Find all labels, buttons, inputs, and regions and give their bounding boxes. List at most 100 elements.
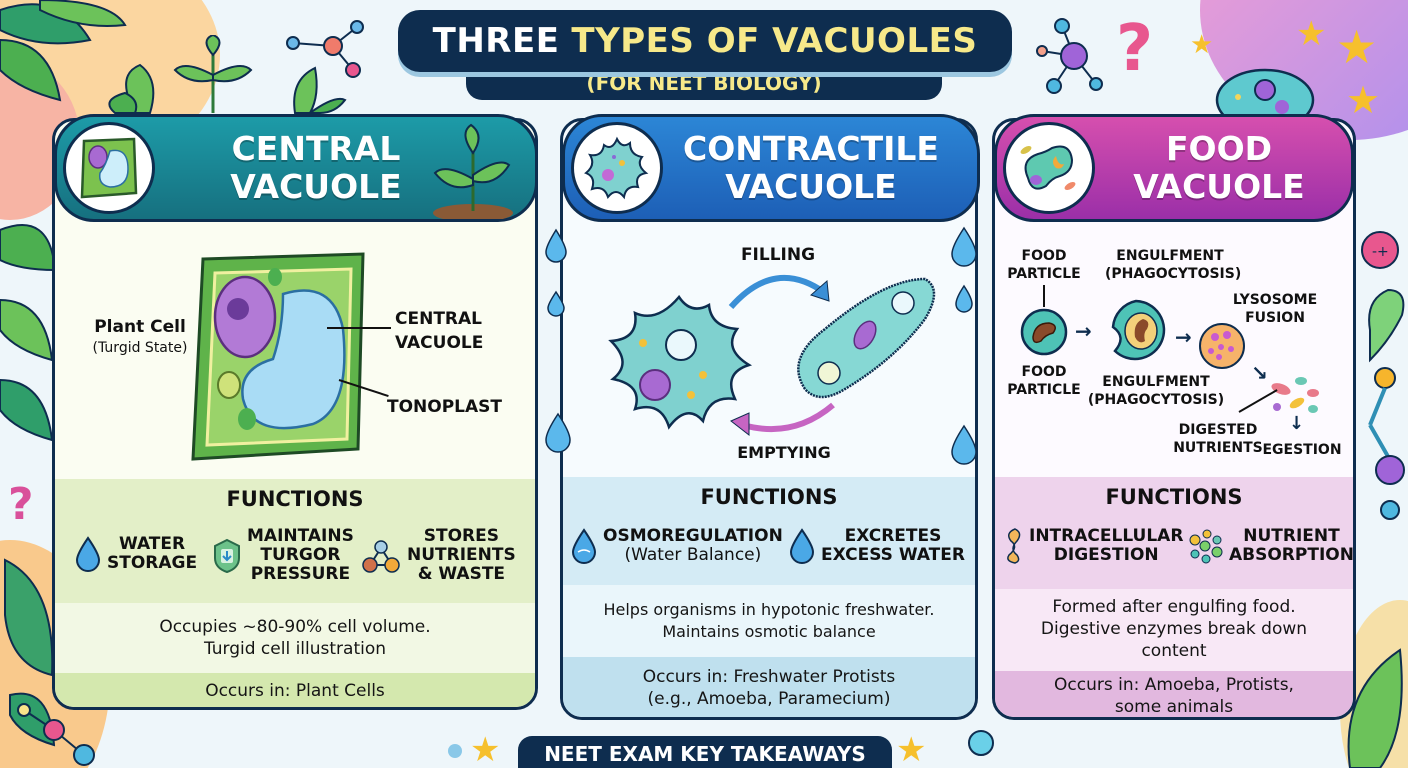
function-osmoregulation: OSMOREGULATION(Water Balance) bbox=[571, 527, 783, 565]
arrow-right-icon: → bbox=[1175, 325, 1192, 349]
plant-cell-label: Plant Cell bbox=[94, 317, 186, 337]
description-line-1: Helps organisms in hypotonic freshwater. bbox=[603, 600, 935, 619]
leaves-left-icon bbox=[0, 224, 57, 442]
filling-label: FILLING bbox=[740, 245, 816, 265]
question-mark-icon: ? bbox=[1116, 12, 1154, 86]
amoeba-diagram-icon bbox=[608, 294, 753, 430]
molecule-decor-icon bbox=[286, 20, 364, 78]
tonoplast-label: TONOPLAST bbox=[387, 397, 503, 417]
central-vacuole-label-1: CENTRAL bbox=[395, 309, 482, 329]
water-drops-right-icon bbox=[951, 226, 977, 465]
water-drop-icon bbox=[75, 536, 101, 572]
leaves-bottom-right-icon bbox=[1347, 648, 1403, 768]
title-highlight-part: TYPES OF VACUOLES bbox=[571, 21, 978, 61]
water-drops-left-icon bbox=[545, 228, 571, 453]
occurs-section: Occurs in: Freshwater Protists (e.g., Am… bbox=[563, 657, 975, 717]
food-vacuole-title: FOOD VACUOLE bbox=[1133, 129, 1305, 206]
occurs-in-line-2: some animals bbox=[1114, 697, 1234, 717]
description-line-1: Occupies ~80-90% cell volume. bbox=[159, 617, 431, 637]
sprouts-icon bbox=[108, 35, 347, 114]
description-line-3: content bbox=[1141, 641, 1207, 661]
molecule-decor-right-icon bbox=[1036, 18, 1103, 94]
star-icon: ★ bbox=[1336, 20, 1378, 74]
engulfment-bottom-label: ENGULFMENT(PHAGOCYTOSIS) bbox=[1087, 374, 1225, 408]
water-drop-icon bbox=[789, 528, 815, 564]
lysosome-icon bbox=[1199, 323, 1245, 369]
description-line-2: Digestive enzymes break down bbox=[1040, 619, 1308, 639]
neet-key-takeaways-banner: NEET EXAM KEY TAKEAWAYS bbox=[518, 736, 892, 768]
functions-title: FUNCTIONS bbox=[700, 485, 838, 509]
emptying-label: EMPTYING bbox=[737, 443, 831, 462]
page-title: THREE TYPES OF VACUOLES bbox=[398, 10, 1012, 72]
molecule-icon bbox=[362, 539, 400, 573]
functions-section: FUNCTIONS OSMOREGULATION(Water Balance) … bbox=[563, 477, 975, 585]
occurs-section: Occurs in: Plant Cells bbox=[55, 673, 535, 707]
description-line-2: Turgid cell illustration bbox=[203, 639, 387, 659]
turgid-state-label: (Turgid State) bbox=[92, 340, 188, 356]
occurs-in-line-1: Occurs in: Amoeba, Protists, bbox=[1054, 675, 1294, 695]
functions-title: FUNCTIONS bbox=[226, 487, 364, 511]
question-mark-left-icon: ? bbox=[8, 479, 34, 530]
emptying-arrow-icon bbox=[730, 402, 835, 437]
filling-arrow-icon bbox=[728, 275, 830, 309]
contractile-vacuole-title: CONTRACTILE VACUOLE bbox=[683, 129, 939, 206]
amoeba-icon bbox=[571, 122, 663, 214]
occurs-section: Occurs in: Amoeba, Protists, some animal… bbox=[995, 671, 1353, 717]
arrow-down-right-icon: ↘ bbox=[1251, 361, 1268, 385]
title-white-part: THREE bbox=[432, 21, 560, 61]
digestion-icon bbox=[1007, 528, 1021, 564]
food-particle-pointer bbox=[1043, 285, 1045, 307]
star-icon: ★ bbox=[470, 730, 501, 768]
sprout-icon bbox=[433, 123, 513, 219]
bottom-circle-decor bbox=[448, 744, 462, 758]
central-vacuole-pointer bbox=[327, 327, 391, 329]
right-side-decor-icon: -+ bbox=[1361, 231, 1405, 520]
food-vacuole-header: FOOD VACUOLE bbox=[994, 114, 1354, 222]
plant-cell-icon bbox=[63, 122, 155, 214]
engulfment-icon bbox=[1111, 299, 1166, 361]
description-section: Formed after engulfing food. Digestive e… bbox=[995, 589, 1353, 671]
engulfment-top-label: ENGULFMENT(PHAGOCYTOSIS) bbox=[1105, 248, 1242, 282]
description-section: Occupies ~80-90% cell volume. Turgid cel… bbox=[55, 603, 535, 673]
description-line-1: Formed after engulfing food. bbox=[1052, 597, 1296, 617]
arrow-right-icon: → bbox=[1075, 319, 1092, 343]
nutrient-dots-icon bbox=[1189, 529, 1223, 564]
water-drop-icon bbox=[571, 528, 597, 564]
molecule-bottom-left-icon bbox=[17, 703, 95, 766]
plant-cell-diagram-icon bbox=[191, 252, 365, 461]
functions-title: FUNCTIONS bbox=[1105, 485, 1243, 509]
bottom-circle-decor bbox=[968, 730, 994, 756]
occurs-in-line-2: (e.g., Amoeba, Paramecium) bbox=[647, 689, 891, 709]
paramecium-diagram-icon bbox=[797, 277, 936, 399]
arrow-down-icon: ↓ bbox=[1289, 413, 1305, 434]
occurs-in-line-1: Occurs in: Freshwater Protists bbox=[642, 667, 896, 687]
central-vacuole-label-2: VACUOLE bbox=[395, 333, 484, 353]
description-section: Helps organisms in hypotonic freshwater.… bbox=[563, 585, 975, 657]
food-particle-icon bbox=[1020, 308, 1068, 356]
svg-text:-+: -+ bbox=[1372, 244, 1389, 260]
microbe-icon bbox=[1003, 122, 1095, 214]
leaves-top-left-icon bbox=[0, 0, 127, 102]
star-icon: ★ bbox=[1296, 14, 1327, 54]
central-vacuole-header: CENTRAL VACUOLE bbox=[54, 114, 538, 222]
description-line-2: Maintains osmotic balance bbox=[662, 622, 876, 641]
occurs-in-text: Occurs in: Plant Cells bbox=[205, 681, 385, 701]
star-icon: ★ bbox=[1346, 78, 1381, 122]
contractile-vacuole-header: CONTRACTILE VACUOLE bbox=[562, 114, 980, 222]
central-vacuole-title: CENTRAL VACUOLE bbox=[230, 129, 402, 206]
microbe-decor-icon bbox=[1215, 68, 1315, 115]
egestion-label: EGESTION bbox=[1262, 442, 1342, 458]
